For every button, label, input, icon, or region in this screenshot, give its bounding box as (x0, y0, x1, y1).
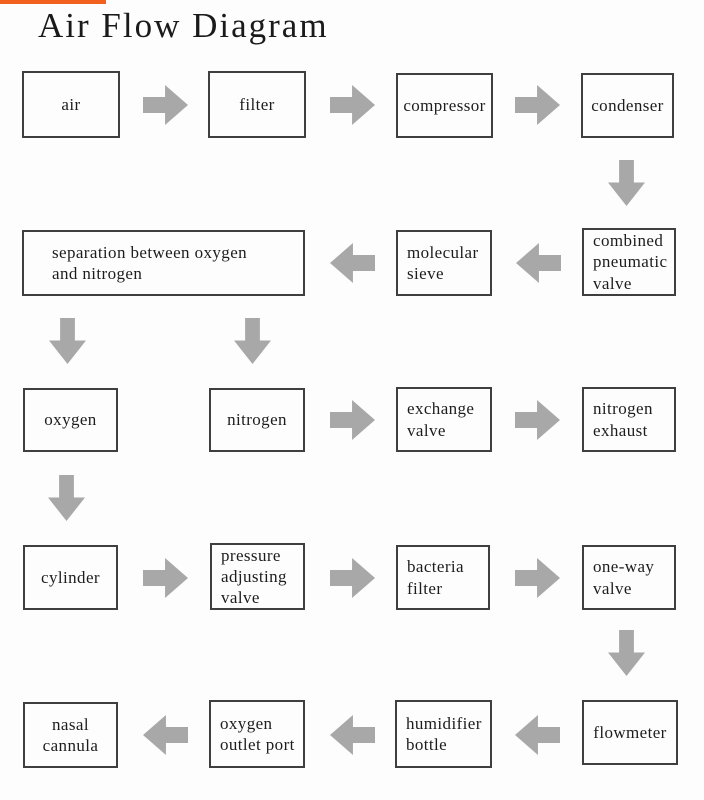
node-condenser: condenser (581, 73, 674, 138)
accent-bar (0, 0, 106, 4)
node-nasal-cannula: nasal cannula (23, 702, 118, 768)
node-humidifier-bottle: humidifier bottle (395, 700, 492, 768)
node-air: air (22, 71, 120, 138)
arrow-oxygen-outlet-port-to-nasal-cannula-icon (143, 715, 188, 755)
node-flowmeter: flowmeter (582, 700, 678, 765)
page-title: Air Flow Diagram (38, 6, 329, 45)
arrow-bacteria-filter-to-one-way-valve-icon (515, 558, 560, 598)
node-separation: separation between oxygen and nitrogen (22, 230, 305, 296)
node-nitrogen-exhaust: nitrogen exhaust (582, 387, 676, 452)
node-oxygen: oxygen (23, 388, 118, 452)
arrow-flowmeter-to-humidifier-bottle-icon (515, 715, 560, 755)
node-cylinder: cylinder (23, 545, 118, 610)
arrow-filter-to-compressor-icon (330, 85, 375, 125)
arrow-one-way-valve-to-flowmeter-icon (608, 630, 645, 676)
node-filter: filter (208, 71, 306, 138)
node-bacteria-filter: bacteria filter (396, 545, 490, 610)
node-molecular-sieve: molecular sieve (396, 230, 492, 296)
node-oxygen-outlet-port: oxygen outlet port (209, 700, 305, 768)
arrow-nitrogen-to-exchange-valve-icon (330, 400, 375, 440)
arrow-humidifier-bottle-to-oxygen-outlet-port-icon (330, 715, 375, 755)
arrow-cylinder-to-pressure-adjusting-valve-icon (143, 558, 188, 598)
arrow-separation-to-oxygen-icon (49, 318, 86, 364)
arrow-separation-to-nitrogen-icon (234, 318, 271, 364)
node-compressor: compressor (396, 73, 493, 138)
arrow-oxygen-to-cylinder-icon (48, 475, 85, 521)
node-pressure-adjusting-valve: pressure adjusting valve (210, 543, 305, 610)
arrow-pressure-adjusting-valve-to-bacteria-filter-icon (330, 558, 375, 598)
arrow-condenser-to-combined-pneumatic-valve-icon (608, 160, 645, 206)
arrow-exchange-valve-to-nitrogen-exhaust-icon (515, 400, 560, 440)
node-nitrogen: nitrogen (209, 388, 305, 452)
arrow-molecular-sieve-to-separation-icon (330, 243, 375, 283)
node-combined-pneumatic-valve: combined pneumatic valve (582, 228, 676, 296)
node-one-way-valve: one-way valve (582, 545, 676, 610)
arrow-compressor-to-condenser-icon (515, 85, 560, 125)
arrow-combined-pneumatic-valve-to-molecular-sieve-icon (516, 243, 561, 283)
node-exchange-valve: exchange valve (396, 387, 492, 452)
arrow-air-to-filter-icon (143, 85, 188, 125)
